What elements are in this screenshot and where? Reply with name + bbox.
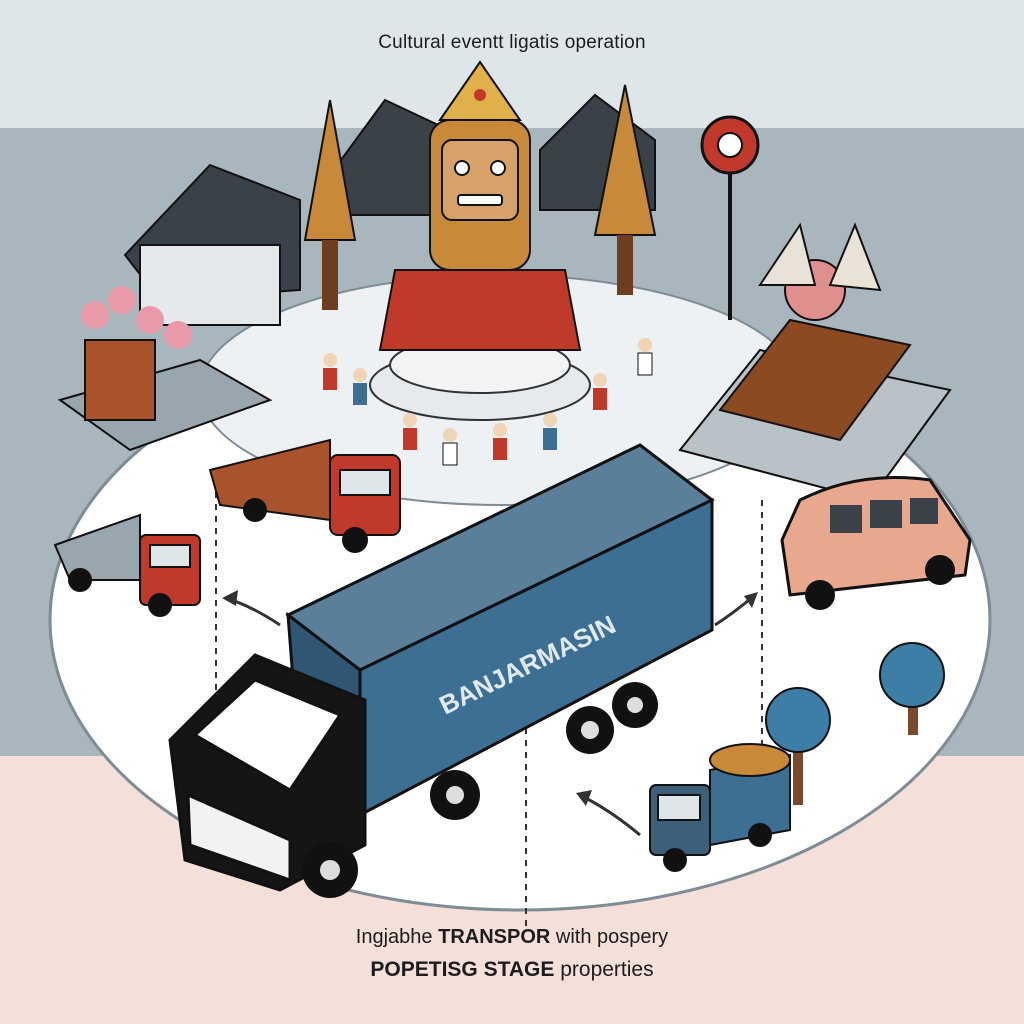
caption-line-1-part-a: Ingjabhe: [355, 926, 433, 948]
caption-line-1-part-b: TRANSPOR: [438, 926, 551, 948]
main-truck: BANJARMASIN: [168, 443, 715, 898]
flatbed-truck: [53, 513, 201, 617]
flow-arrows: [222, 590, 758, 837]
truck-windshield: [192, 678, 343, 793]
caption-line-2-part-b: properties: [560, 958, 654, 981]
crowd: [323, 338, 653, 466]
ornament-towers: [303, 84, 657, 310]
flower-cart: [57, 286, 273, 452]
ornate-stage: [678, 222, 952, 502]
caption-line-2-part-a: POPETISG STAGE: [370, 958, 555, 981]
caption-line-1-part-c: with pospery: [555, 926, 669, 948]
trees: [765, 642, 945, 805]
caption-line-1: Ingjabhe TRANSPOR with pospery: [0, 926, 1024, 949]
central-statue: [369, 60, 591, 421]
red-truck: [208, 438, 401, 553]
caption-line-2: POPETISG STAGE properties: [0, 958, 1024, 982]
small-cargo-truck: [649, 743, 791, 872]
sign-pole: [700, 115, 760, 320]
pink-van: [780, 476, 972, 610]
title: Cultural eventt ligatis operation: [378, 32, 646, 53]
truck-grille: [186, 792, 292, 883]
